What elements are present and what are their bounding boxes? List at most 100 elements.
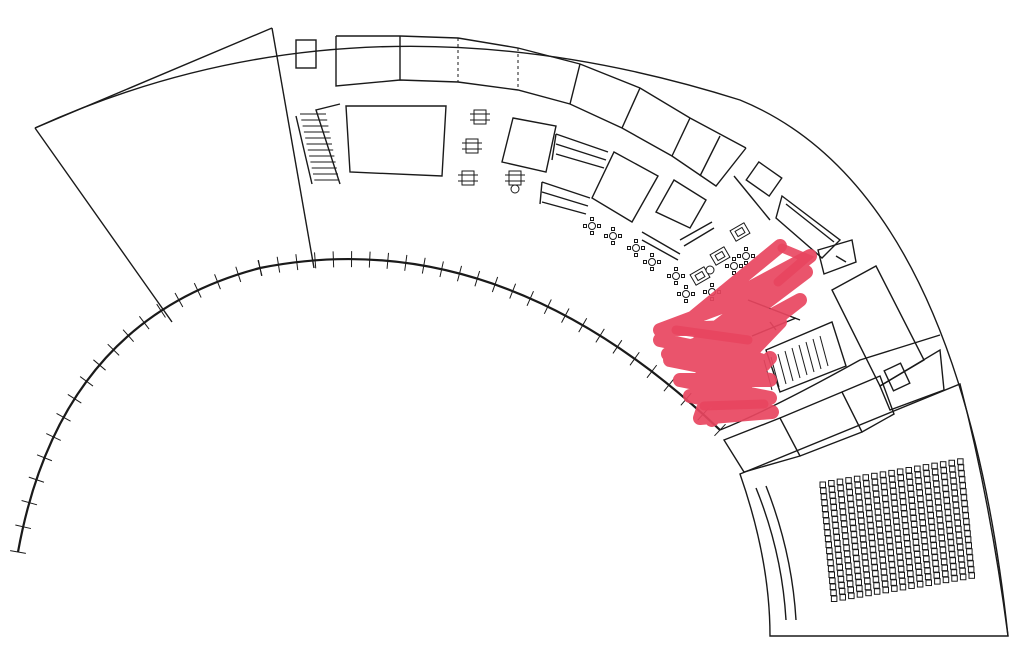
seat [863,571,870,579]
seat [879,556,886,564]
seat [840,520,848,528]
column-tick [332,251,335,268]
seat [951,575,958,582]
seat [823,517,830,524]
seat [928,518,935,525]
seat [947,539,955,546]
seat [961,500,968,507]
column-tick [156,303,166,318]
seat [934,492,941,500]
seat [820,487,827,494]
seat [904,540,911,547]
seat [880,483,888,490]
seat [932,474,939,482]
stair-tread [791,347,801,379]
column-tick [56,413,71,422]
column-tick [561,308,570,323]
seat [894,535,902,543]
seat [910,515,917,522]
seat [907,570,914,577]
seat [955,531,963,539]
seat [871,472,878,480]
seat [933,572,940,579]
column-tick [295,254,299,271]
seat [889,573,897,580]
seat [867,528,875,535]
seat [962,512,969,519]
seat [880,562,887,570]
seat [940,558,948,566]
seat [907,576,915,583]
stair-tread [812,338,822,370]
seat [924,482,931,489]
seat [929,536,937,543]
seat [916,489,923,497]
seat [923,470,930,477]
seat [871,478,879,486]
seat [900,504,907,511]
column-tick [28,476,45,483]
seat [948,545,955,552]
seat [822,511,829,518]
seat [939,546,947,554]
seat [944,509,952,516]
seat [887,549,894,556]
seat [898,486,906,493]
seat [934,578,941,585]
seat [892,511,899,519]
seat [861,547,868,555]
seat [925,494,933,501]
seat [848,513,856,520]
seat [882,495,889,502]
seat [905,558,913,565]
auditorium [739,383,1009,637]
seat [942,570,949,578]
seat [897,559,904,567]
seat [845,477,852,484]
column-tick [474,270,481,287]
seat [829,583,837,590]
seat [906,473,913,480]
seat [955,525,962,533]
seat [861,553,869,561]
seat [869,546,877,553]
seat [826,553,834,560]
seat [914,465,921,473]
column-tick [646,364,658,379]
seat [824,529,831,536]
seat [917,501,925,509]
seat [821,505,829,512]
seat [868,534,875,541]
seat [837,490,845,498]
seat [939,461,947,468]
seat [960,494,968,501]
seat [837,484,844,492]
seat [964,530,971,537]
seat [959,482,966,489]
column-tick [456,265,463,282]
seat [819,481,826,488]
seat [856,499,863,507]
seat [950,483,958,491]
seat [937,522,944,530]
seat [873,496,880,504]
seat [864,577,871,585]
seat [957,458,964,465]
seat [876,526,883,534]
seat [922,549,929,557]
seat [912,539,920,546]
seat [909,503,916,510]
seat [845,568,853,576]
seat [847,501,855,508]
seat [910,521,918,528]
seat [843,544,850,552]
seat [859,529,866,537]
seat [878,550,886,558]
round-table [677,285,695,303]
building-west-wall [271,27,315,269]
seat [923,476,931,483]
seat [907,485,914,492]
seat [966,554,974,561]
seat [899,498,907,505]
seat [872,576,880,583]
